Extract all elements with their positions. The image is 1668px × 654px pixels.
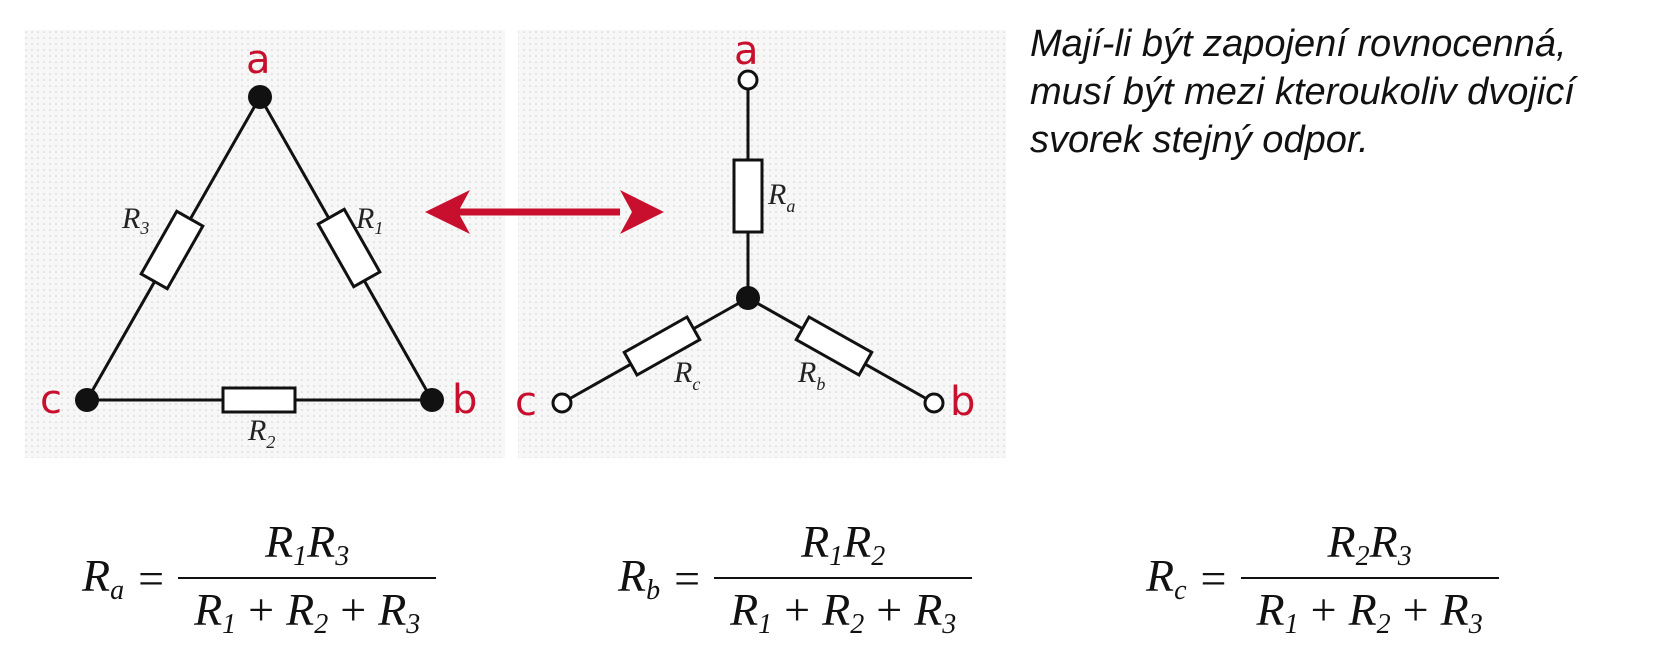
delta-node-a (248, 85, 272, 109)
fraction: R1R3 R1+R2+R3 (178, 515, 437, 641)
numerator: R1R2 (801, 516, 886, 572)
label-ra: Ra (767, 178, 795, 216)
delta-node-c (75, 388, 99, 412)
resistor-rc (622, 314, 702, 378)
star-label-a: a (734, 28, 759, 74)
formula-lhs: Rc (1146, 550, 1187, 606)
fraction-bar (178, 577, 437, 579)
star-label-c: c (515, 379, 537, 425)
formula-lhs: Rb (618, 550, 661, 606)
delta-label-b: b (452, 377, 477, 423)
delta-label-a: a (246, 37, 271, 83)
formula-rb: Rb = R1R2 R1+R2+R3 (618, 508, 973, 648)
formula-rc: Rc = R2R3 R1+R2+R3 (1146, 508, 1499, 648)
label-rb: Rb (797, 356, 825, 394)
delta-node-b (420, 388, 444, 412)
denominator: R1+R2+R3 (194, 584, 421, 640)
fraction-bar (714, 577, 973, 579)
star-terminal-c (551, 392, 573, 414)
star-center-node (736, 286, 760, 310)
numerator: R1R3 (265, 516, 350, 572)
fraction-bar (1240, 577, 1499, 579)
label-r3: R3 (121, 202, 149, 238)
caption-line: musí být mezi kteroukoliv dvojicí (1030, 71, 1575, 113)
resistor-r2 (221, 386, 297, 414)
formula-ra: Ra = R1R3 R1+R2+R3 (82, 508, 437, 648)
star-network: a b c Ra Rb Rc (515, 28, 975, 425)
resistor-rb (794, 314, 874, 378)
fraction: R1R2 R1+R2+R3 (714, 515, 973, 641)
label-rc: Rc (673, 356, 700, 394)
star-label-b: b (950, 379, 975, 425)
denominator: R1+R2+R3 (730, 584, 957, 640)
denominator: R1+R2+R3 (1256, 584, 1483, 640)
star-terminal-b (923, 392, 945, 414)
double-arrow (425, 190, 664, 234)
star-panel (518, 30, 1006, 458)
equals-sign: = (674, 552, 701, 604)
numerator: R2R3 (1327, 516, 1412, 572)
resistor-ra (732, 158, 764, 234)
resistor-r1 (316, 207, 382, 289)
label-r1: R1 (355, 202, 383, 238)
delta-label-c: c (40, 377, 62, 423)
star-terminal-a (737, 69, 759, 91)
equals-sign: = (1200, 552, 1227, 604)
formula-lhs: Ra (82, 550, 125, 606)
delta-network: a b c R1 R3 R2 (40, 37, 477, 452)
caption-line: Mají-li být zapojení rovnocenná, (1030, 23, 1567, 65)
caption-line: svorek stejný odpor. (1030, 119, 1369, 161)
resistor-r3 (139, 209, 205, 291)
fraction: R2R3 R1+R2+R3 (1240, 515, 1499, 641)
equals-sign: = (138, 552, 165, 604)
label-r2: R2 (247, 414, 275, 452)
caption-text: Mají-li být zapojení rovnocenná, musí bý… (1030, 20, 1660, 164)
